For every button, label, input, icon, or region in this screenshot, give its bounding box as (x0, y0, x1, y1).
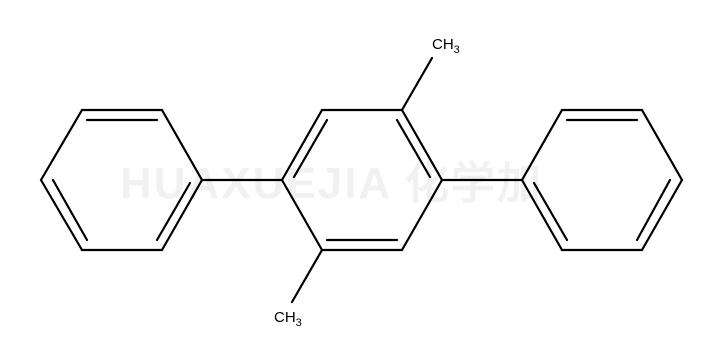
double-bond-inner (292, 118, 329, 179)
methyl-label-main: CH (432, 36, 454, 53)
watermark-text: HUAXUEJIA 化学加 (120, 159, 543, 208)
methyl-label-top: CH3 (432, 36, 460, 56)
bond (160, 178, 204, 252)
methyl-bond-top (400, 56, 434, 112)
bond (520, 108, 564, 182)
double-bond-inner (635, 178, 672, 242)
bond (520, 178, 564, 252)
methyl-label-bottom: CH3 (274, 309, 302, 329)
bond (400, 108, 444, 182)
right-phenyl-ring (520, 108, 684, 252)
left-phenyl-ring (39, 108, 204, 252)
bond (39, 108, 84, 182)
bond (39, 178, 84, 252)
bond (280, 108, 324, 182)
bond (640, 178, 684, 252)
central-ring (280, 108, 444, 252)
bond (160, 108, 204, 182)
double-bond-inner (51, 178, 89, 242)
methyl-label-subscript: 3 (296, 317, 302, 329)
methyl-label-subscript: 3 (454, 44, 460, 56)
bond (280, 178, 324, 252)
methyl-bond-bottom (290, 248, 324, 304)
double-bond-inner (532, 181, 569, 242)
methyl-label-main: CH (274, 309, 296, 326)
double-bond-inner (155, 181, 192, 242)
double-bond-inner (395, 118, 432, 179)
bond (400, 178, 444, 252)
bond (640, 108, 684, 182)
